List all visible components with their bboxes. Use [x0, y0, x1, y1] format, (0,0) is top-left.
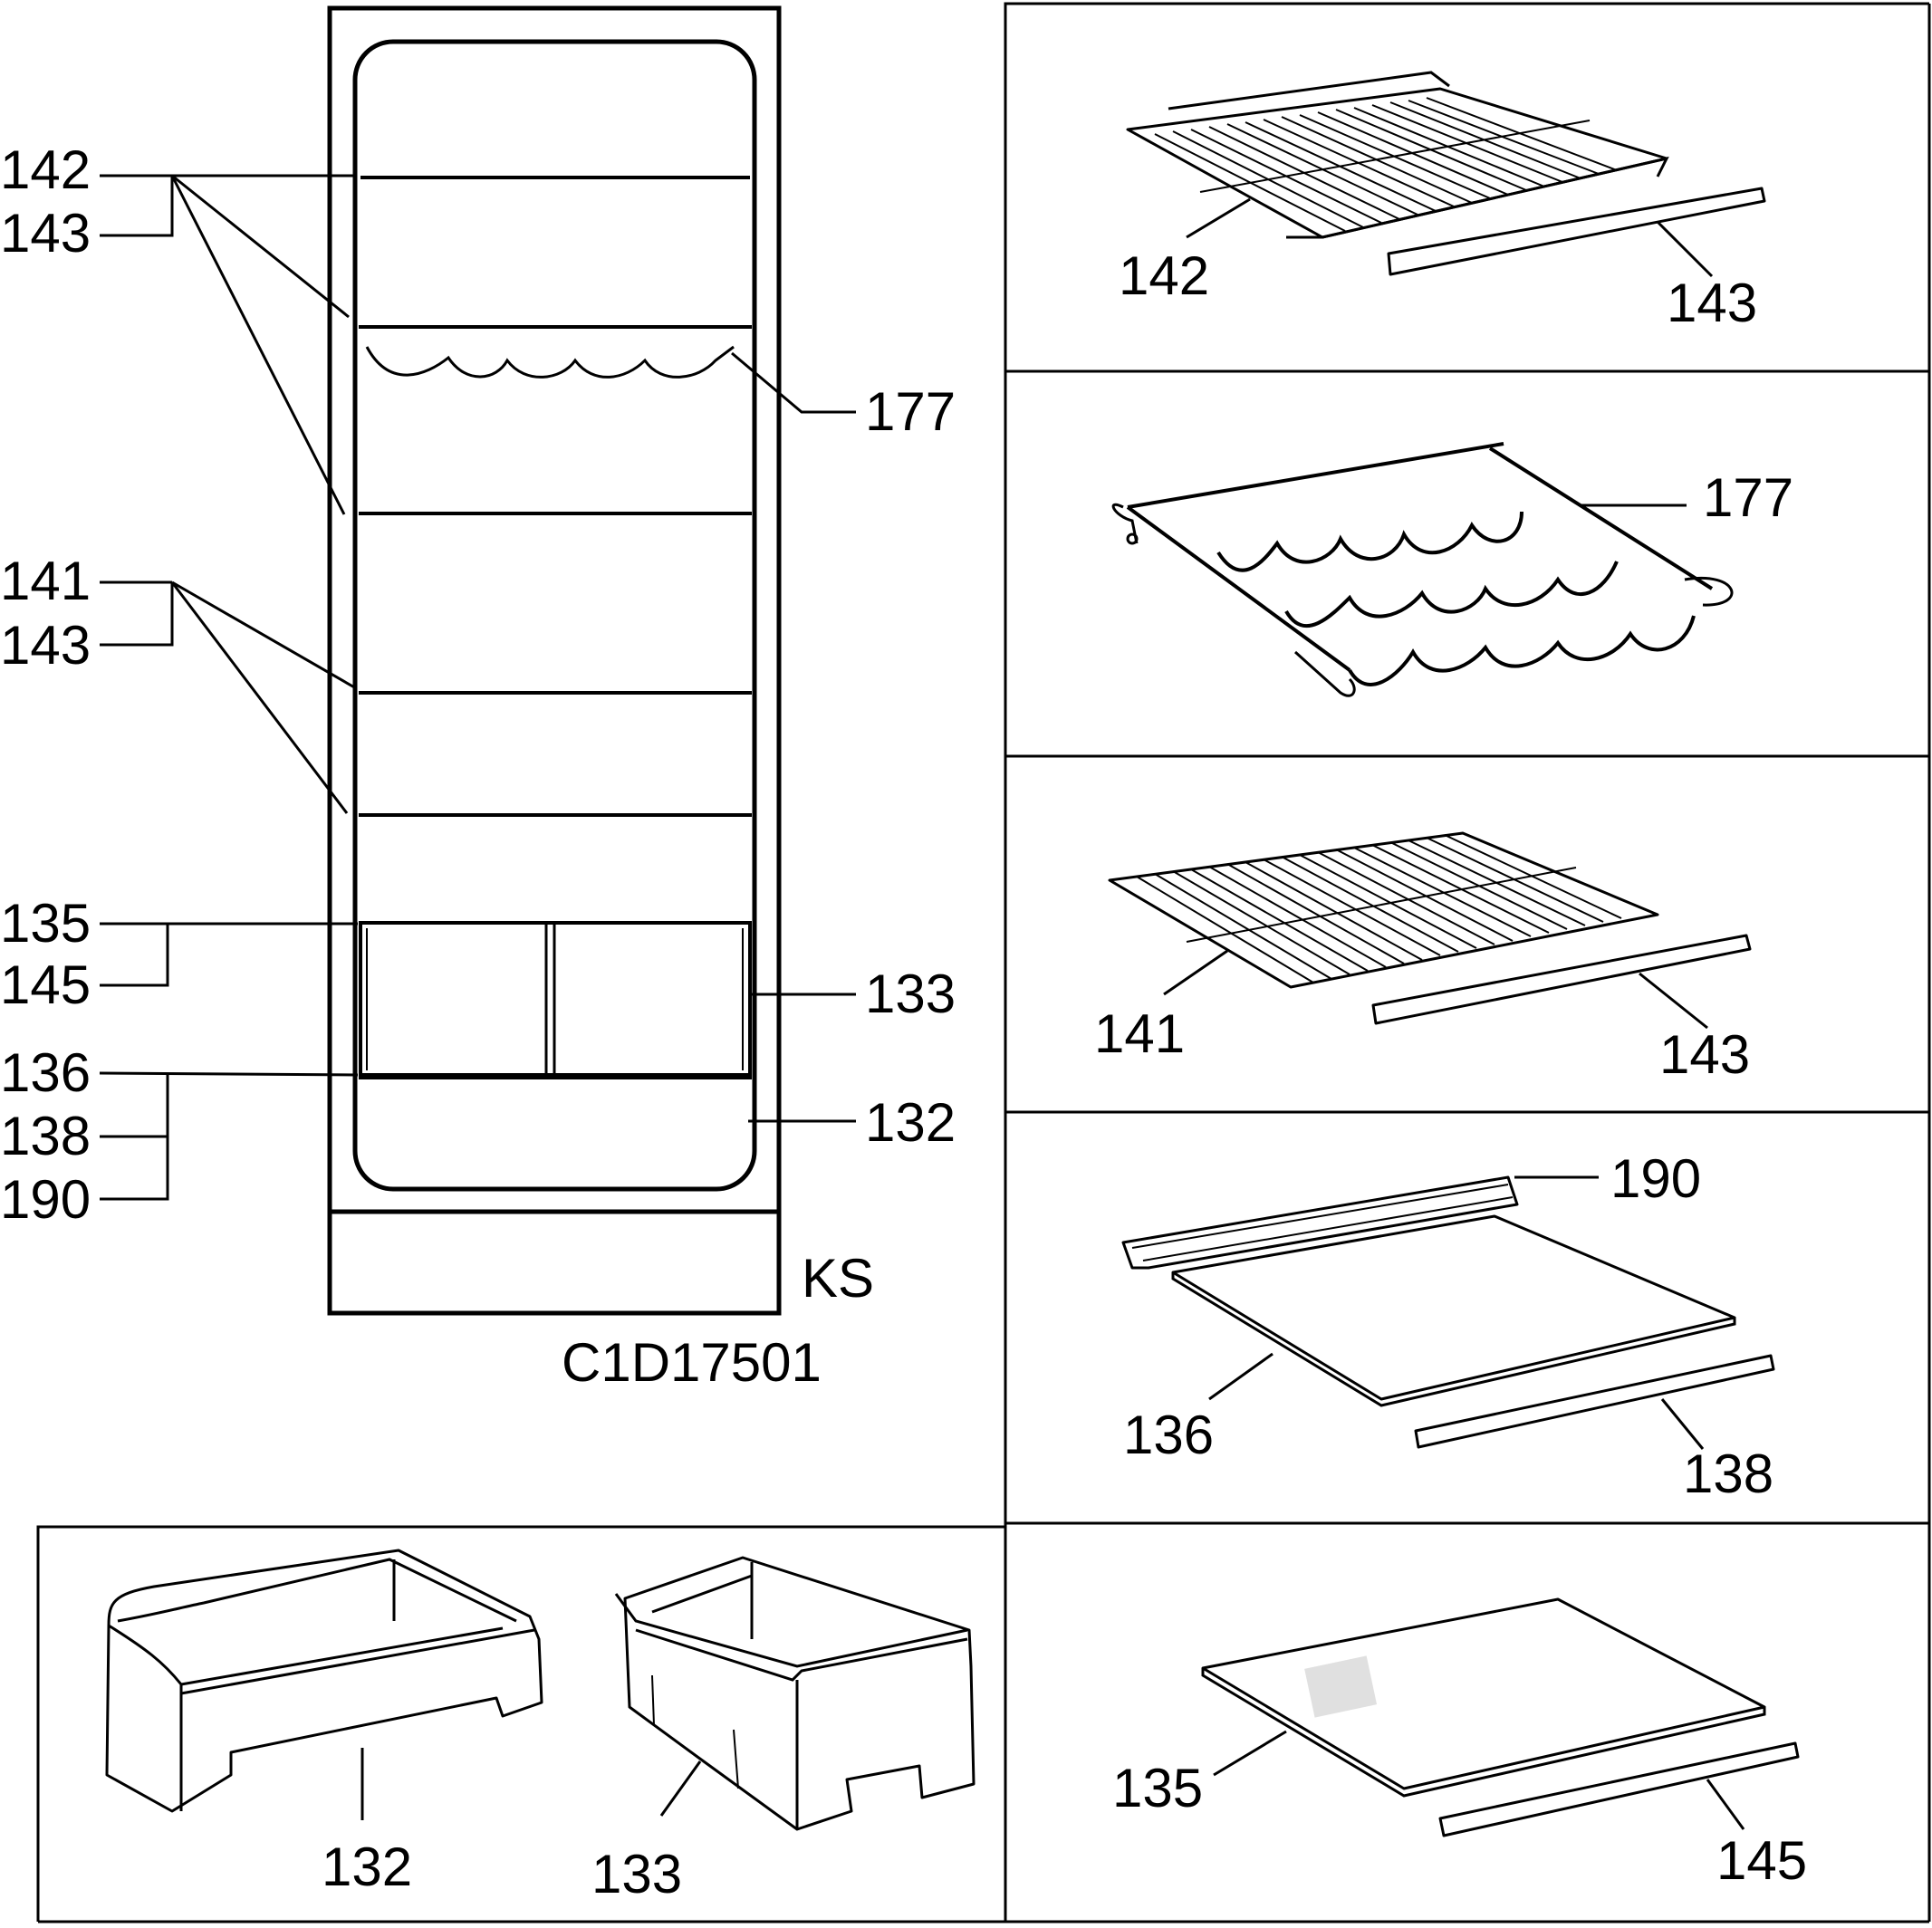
leader-136 — [1208, 1352, 1274, 1401]
right-panels-frame — [1004, 2, 1931, 1922]
cabinet-outer — [327, 5, 782, 1316]
rear-trim-138 — [1414, 1354, 1775, 1449]
leader-135 — [1213, 1730, 1287, 1777]
callout-177: 177 — [1703, 467, 1793, 528]
leader-141 — [1163, 949, 1228, 996]
callout-143: 143 — [0, 203, 91, 264]
callout-138: 138 — [0, 1106, 91, 1166]
trim-strip-143 — [1387, 187, 1766, 276]
leader-143 — [1639, 972, 1708, 1030]
callout-135: 135 — [0, 893, 91, 954]
callout-190: 190 — [1610, 1148, 1701, 1209]
bottom-left-frame — [36, 1525, 1929, 1923]
callout-132: 132 — [865, 1092, 956, 1153]
callout-145: 145 — [1716, 1830, 1807, 1891]
callout-133: 133 — [865, 964, 956, 1024]
panel-glass-shelf-136: 190 136 138 — [1121, 1148, 1775, 1504]
diagram-code: C1D17501 — [562, 1332, 822, 1393]
callout-136: 136 — [0, 1042, 91, 1103]
callout-145: 145 — [0, 954, 91, 1015]
callout-143: 143 — [0, 615, 91, 676]
leader-142 — [1186, 197, 1251, 239]
model-tag: KS — [802, 1248, 874, 1309]
callout-141: 141 — [1094, 1003, 1185, 1064]
callout-141: 141 — [0, 551, 91, 611]
callout-142: 142 — [1119, 245, 1209, 306]
panel-wire-shelf-142: 142 143 — [1119, 71, 1766, 333]
label-sticker — [1304, 1655, 1378, 1718]
leader-145 — [1706, 1779, 1745, 1830]
callout-177: 177 — [865, 381, 956, 442]
bottle-rack-177 — [1216, 511, 1523, 572]
panel-wire-shelf-141: 141 143 — [1094, 831, 1752, 1085]
callout-136: 136 — [1123, 1405, 1214, 1465]
leader-138 — [1660, 1398, 1705, 1450]
callout-132: 132 — [322, 1837, 412, 1897]
crisper-drawer-133 — [623, 1556, 976, 1831]
cabinet-inner-liner — [352, 39, 757, 1192]
callout-143: 143 — [1659, 1024, 1750, 1085]
trim-strip-145 — [1438, 1741, 1800, 1837]
callout-143: 143 — [1667, 273, 1757, 333]
callout-190: 190 — [0, 1169, 91, 1230]
leader-143 — [1656, 220, 1714, 278]
crisper-drawer-132 — [105, 1549, 543, 1813]
leader-133 — [659, 1760, 702, 1817]
trim-strip-143 — [1371, 934, 1752, 1025]
wire-shelf-142 — [1126, 87, 1668, 239]
panel-glass-shelf-135: 135 145 — [1112, 1597, 1807, 1891]
bottle-rack-wave — [365, 345, 735, 379]
callout-142: 142 — [0, 139, 91, 200]
panel-bottle-rack-177: 177 — [1111, 442, 1793, 697]
panel-crisper-drawers: 132 133 — [105, 1549, 976, 1904]
callout-138: 138 — [1683, 1444, 1773, 1504]
callout-135: 135 — [1112, 1758, 1203, 1818]
callout-133: 133 — [591, 1844, 682, 1904]
cabinet-drawing — [327, 5, 782, 1316]
glass-shelf-135 — [1201, 1597, 1766, 1790]
cabinet-leaders — [99, 174, 856, 1201]
